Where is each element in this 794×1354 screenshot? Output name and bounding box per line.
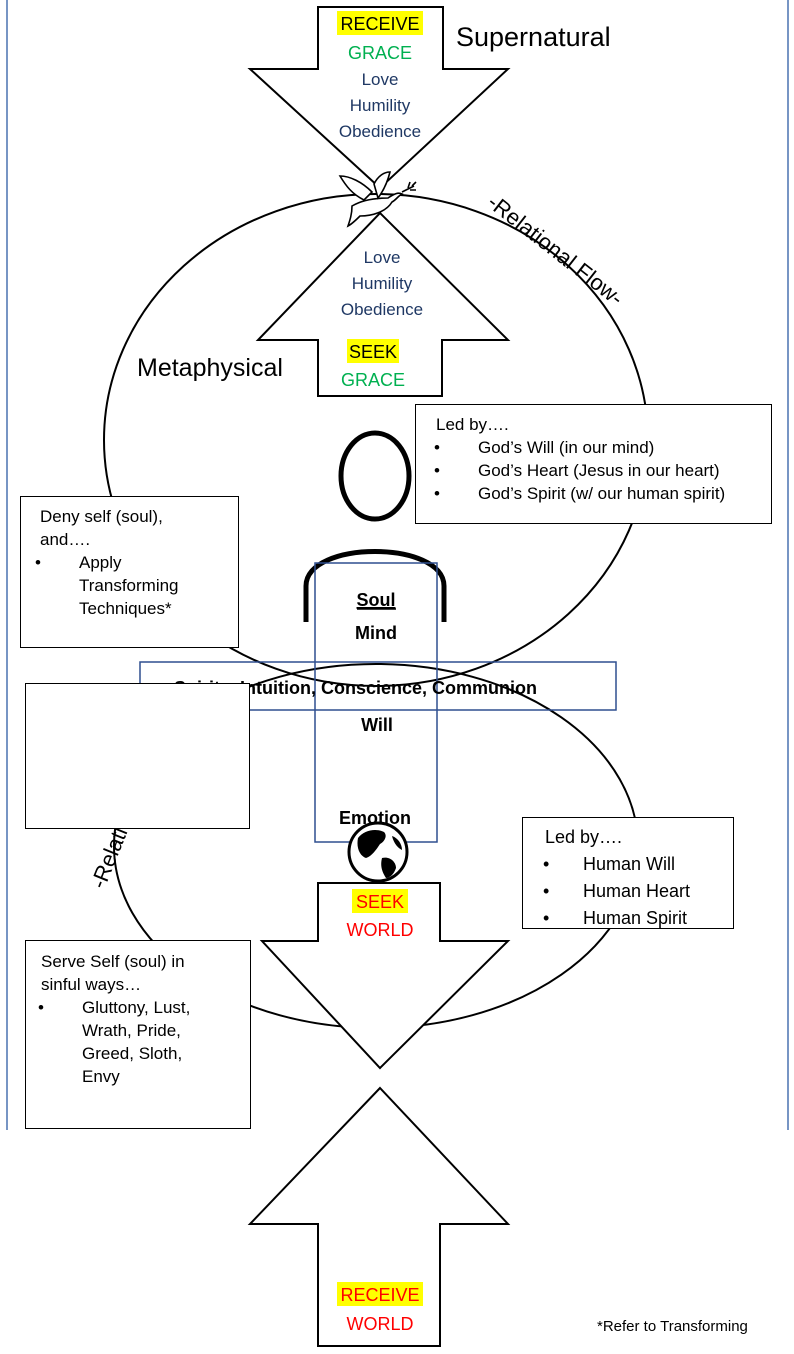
supernatural-label: Supernatural (456, 22, 611, 52)
list-item: Human Spirit (543, 905, 733, 932)
spirit-text: Intuition, Conscience, Communion (240, 678, 537, 698)
deny-self-heading-line1: Deny self (soul), (40, 507, 163, 526)
head-shape (338, 430, 412, 522)
emotion-label: Emotion (339, 808, 411, 828)
grace-label-top: GRACE (348, 43, 412, 63)
globe-icon (347, 821, 409, 883)
led-by-human-box: Led by…. Human Will Human Heart Human Sp… (522, 817, 734, 932)
led-by-human-heading: Led by…. (545, 827, 623, 847)
seek-label-lower: SEEK (356, 892, 404, 912)
will-label: Will (361, 715, 393, 735)
shoulders-shape (303, 549, 447, 622)
receive-highlight-bottom (337, 1282, 423, 1306)
virtue-humility-upper: Humility (352, 274, 413, 293)
seek-highlight-upper (347, 339, 399, 363)
dove-icon (338, 171, 417, 228)
seek-highlight-lower (352, 889, 408, 913)
deny-self-heading-line2: and…. (40, 530, 91, 549)
metaphysical-label: Metaphysical (137, 354, 283, 382)
serve-self-heading-line1: Serve Self (soul) in (41, 952, 185, 971)
led-by-god-heading: Led by…. (436, 415, 509, 434)
receive-label-top: RECEIVE (340, 14, 419, 34)
relational-flow-upper-label: -Relational Flow- (483, 189, 628, 310)
receive-label-bottom: RECEIVE (340, 1285, 419, 1305)
virtue-obedience-top: Obedience (339, 122, 421, 141)
grace-label-upper: GRACE (341, 370, 405, 390)
seek-world-arrow (259, 882, 511, 1070)
list-item: Gluttony, Lust, Wrath, Pride, Greed, Slo… (38, 996, 208, 1088)
virtue-obedience-upper: Obedience (341, 300, 423, 319)
list-item: God’s Heart (Jesus in our heart) (434, 459, 771, 482)
deny-self-list: Apply Transforming Techniques* (35, 551, 185, 620)
led-by-god-box: Led by…. God’s Will (in our mind) God’s … (415, 404, 772, 524)
serve-self-heading-line2: sinful ways… (41, 975, 142, 994)
receive-world-arrow (247, 1086, 511, 1347)
world-label-lower: WORLD (347, 920, 414, 940)
virtue-love-upper: Love (364, 248, 401, 267)
led-by-human-list: Human Will Human Heart Human Spirit (543, 851, 733, 932)
world-label-bottom: WORLD (347, 1314, 414, 1334)
soul-label: Soul (357, 590, 396, 610)
list-item: God’s Spirit (w/ our human spirit) (434, 482, 771, 505)
footnote: *Refer to Transforming (597, 1318, 748, 1335)
led-by-god-list: God’s Will (in our mind) God’s Heart (Je… (434, 436, 771, 505)
virtue-humility-top: Humility (350, 96, 411, 115)
list-item: Human Heart (543, 878, 733, 905)
serve-self-list: Gluttony, Lust, Wrath, Pride, Greed, Slo… (38, 996, 208, 1088)
list-item: Human Will (543, 851, 733, 878)
virtue-love-top: Love (362, 70, 399, 89)
list-item: Apply Transforming Techniques* (35, 551, 185, 620)
serve-self-box-true: Serve Self (soul) in sinful ways… Glutto… (25, 940, 251, 1129)
mind-label: Mind (355, 623, 397, 643)
seek-grace-arrow (255, 211, 511, 397)
deny-self-box: Deny self (soul), and…. Apply Transformi… (20, 496, 239, 648)
receive-grace-arrow (247, 6, 511, 190)
seek-label-upper: SEEK (349, 342, 397, 362)
receive-highlight-top (337, 11, 423, 35)
list-item: God’s Will (in our mind) (434, 436, 771, 459)
serve-self-box (25, 683, 250, 829)
